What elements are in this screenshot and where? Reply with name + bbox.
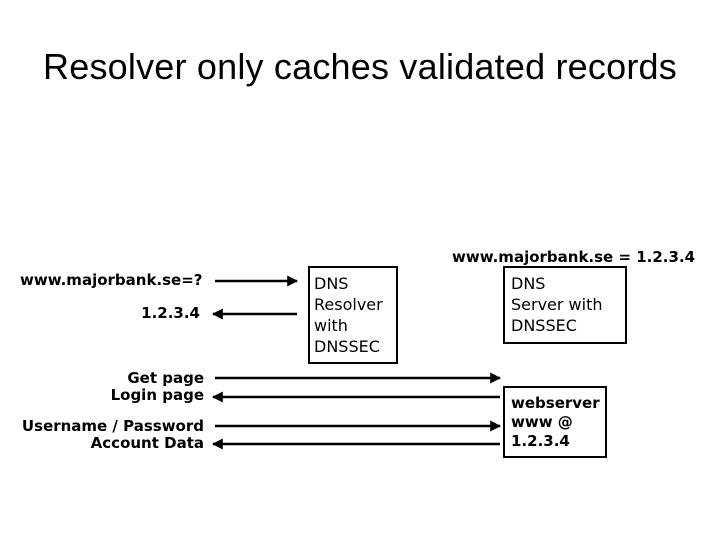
- webserver-box: [503, 386, 607, 458]
- dns-resolver-line: DNSSEC: [314, 337, 380, 356]
- dns-server-line: DNS: [511, 274, 546, 293]
- dns-resolver-line: DNS: [314, 274, 349, 293]
- login-page-label: Login page: [110, 386, 204, 404]
- dns-server-text: DNS Server with DNSSEC: [511, 273, 603, 336]
- username-password-label: Username / Password: [21, 417, 204, 435]
- webserver-line: 1.2.3.4: [511, 432, 570, 450]
- dns-server-line: Server with: [511, 295, 603, 314]
- dns-resolver-box: [308, 266, 398, 364]
- dns-resolver-text: DNS Resolver with DNSSEC: [314, 273, 383, 357]
- dns-server-line: DNSSEC: [511, 316, 577, 335]
- dns-server-box: [503, 266, 627, 344]
- dns-server-answer-label: www.majorbank.se = 1.2.3.4: [452, 248, 696, 266]
- dns-resolver-line: with: [314, 316, 348, 335]
- account-data-label: Account Data: [90, 434, 204, 452]
- answer-label: 1.2.3.4: [141, 304, 200, 322]
- slide-title: Resolver only caches validated records: [43, 46, 677, 87]
- get-page-label: Get page: [127, 369, 204, 387]
- webserver-line: webserver: [511, 394, 600, 412]
- dns-resolver-line: Resolver: [314, 295, 383, 314]
- webserver-text: webserver www @ 1.2.3.4: [511, 394, 600, 451]
- webserver-line: www @: [511, 413, 573, 431]
- query-label: www.majorbank.se=?: [20, 271, 203, 289]
